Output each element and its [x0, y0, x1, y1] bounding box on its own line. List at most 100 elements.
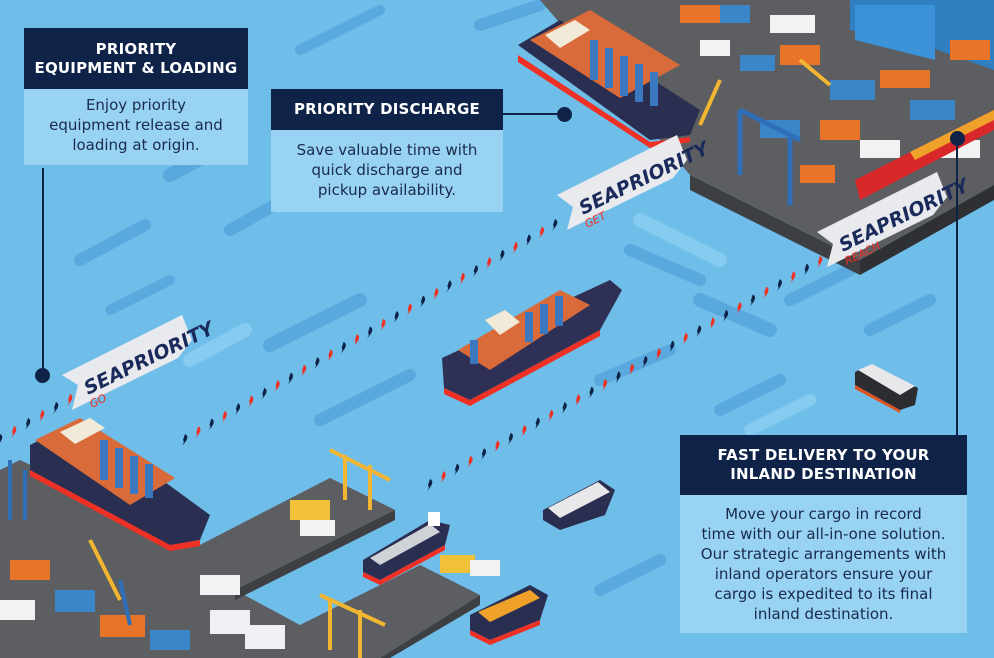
card-go-body-line: equipment release and — [49, 116, 223, 134]
water-streaks — [74, 0, 936, 596]
connector-go-dot — [35, 368, 50, 383]
card-go-body: Enjoy priority equipment release and loa… — [24, 89, 248, 165]
card-fast-delivery: FAST DELIVERY TO YOUR INLAND DESTINATION… — [680, 435, 967, 633]
route-chevron — [195, 426, 201, 439]
route-chevron — [472, 265, 478, 278]
card-get-body-line: pickup availability. — [317, 181, 457, 199]
card-reach-body-line: inland destination. — [753, 605, 894, 623]
card-reach-body-line: cargo is expedited to its final — [714, 585, 933, 603]
route-chevron — [615, 371, 621, 384]
tanker-ship — [363, 512, 450, 585]
route-chevron — [776, 279, 782, 292]
route-chevron — [453, 463, 460, 476]
route-chevron — [433, 288, 439, 301]
card-reach-body-line: inland operators ensure your — [714, 565, 933, 583]
route-chevron — [340, 341, 346, 354]
small-ship-east — [855, 364, 918, 413]
route-chevron — [682, 332, 688, 345]
card-get-body-line: Save valuable time with — [296, 141, 478, 159]
small-ship-mid — [543, 480, 615, 530]
route-chevron — [749, 294, 756, 307]
route-chevron — [39, 410, 45, 422]
route-chevron — [574, 394, 581, 407]
route-chevron — [274, 380, 280, 393]
route-chevron — [512, 242, 518, 255]
route-chevron — [314, 357, 320, 370]
route-chevron — [11, 426, 17, 438]
card-reach-title-line: INLAND DESTINATION — [730, 465, 917, 483]
route-chevron — [534, 417, 540, 430]
route-chevron — [628, 363, 635, 376]
route-chevron — [25, 418, 31, 430]
ship-in-transit — [442, 280, 622, 406]
route-chevron — [234, 403, 241, 416]
route-chevron — [803, 263, 809, 276]
card-reach-body-line: Our strategic arrangements with — [700, 545, 947, 563]
route-chevron — [655, 348, 661, 361]
route-chevron — [327, 349, 333, 362]
route-chevron — [419, 295, 426, 308]
route-chevron — [588, 386, 594, 399]
ship-discharge — [518, 10, 700, 148]
route-chevron — [221, 410, 227, 423]
route-chevron — [722, 309, 729, 322]
card-get-body: Save valuable time with quick discharge … — [271, 130, 503, 212]
route-chevron — [548, 409, 554, 422]
connector-get — [503, 113, 563, 115]
card-reach-title: FAST DELIVERY TO YOUR INLAND DESTINATION — [680, 435, 967, 495]
route-chevron — [790, 271, 796, 284]
route-chevron — [406, 303, 412, 316]
route-chevron — [642, 355, 648, 368]
cargo-ship-south — [470, 585, 548, 645]
route-chevron — [380, 318, 386, 331]
card-priority-equipment-loading: PRIORITY EQUIPMENT & LOADING Enjoy prior… — [24, 28, 248, 165]
route-chevron — [485, 257, 492, 270]
route-chevron — [182, 434, 188, 446]
route-chevron — [287, 372, 293, 385]
route-chevron — [427, 479, 433, 491]
card-reach-body-line: Move your cargo in record — [725, 505, 922, 523]
route-chevron — [669, 340, 675, 353]
connector-reach-dot — [950, 131, 965, 146]
route-chevron — [353, 334, 360, 347]
route-chevron — [525, 234, 531, 247]
route-chevron — [817, 256, 823, 268]
route-chevron — [208, 418, 214, 431]
route-chevron — [261, 387, 267, 400]
card-priority-discharge: PRIORITY DISCHARGE Save valuable time wi… — [271, 89, 503, 212]
route-chevron — [561, 402, 567, 415]
card-go-title: PRIORITY EQUIPMENT & LOADING — [24, 28, 248, 89]
route-chevron — [67, 394, 73, 406]
card-go-body-line: loading at origin. — [72, 136, 200, 154]
route-chevron — [248, 395, 254, 408]
route-chevron — [521, 425, 527, 438]
card-get-body-line: quick discharge and — [311, 161, 463, 179]
route-chevron — [494, 440, 500, 453]
card-go-body-line: Enjoy priority — [85, 96, 187, 114]
route-chevron — [367, 326, 373, 339]
route-chevron — [53, 402, 59, 414]
connector-go — [42, 168, 44, 375]
route-chevron — [552, 219, 558, 231]
card-go-title-line: PRIORITY — [95, 40, 177, 58]
route-chevron — [467, 455, 473, 468]
route-chevron — [507, 432, 513, 445]
route-chevron — [736, 302, 742, 315]
route-chevron — [440, 471, 446, 484]
route-chevron — [499, 249, 505, 262]
route-chevron — [763, 286, 769, 299]
route-chevron — [480, 448, 487, 461]
route-chevron — [601, 379, 608, 392]
route-chevron — [300, 364, 307, 377]
route-chevron — [393, 311, 399, 324]
card-reach-body-line: time with our all-in-one solution. — [701, 525, 946, 543]
card-reach-body: Move your cargo in record time with our … — [680, 495, 967, 633]
route-chevron — [709, 317, 715, 330]
card-go-title-line: EQUIPMENT & LOADING — [34, 59, 238, 77]
card-reach-title-line: FAST DELIVERY TO YOUR — [717, 446, 930, 464]
connector-reach — [956, 138, 958, 436]
route-chevron — [538, 226, 545, 239]
connector-get-dot — [557, 107, 572, 122]
